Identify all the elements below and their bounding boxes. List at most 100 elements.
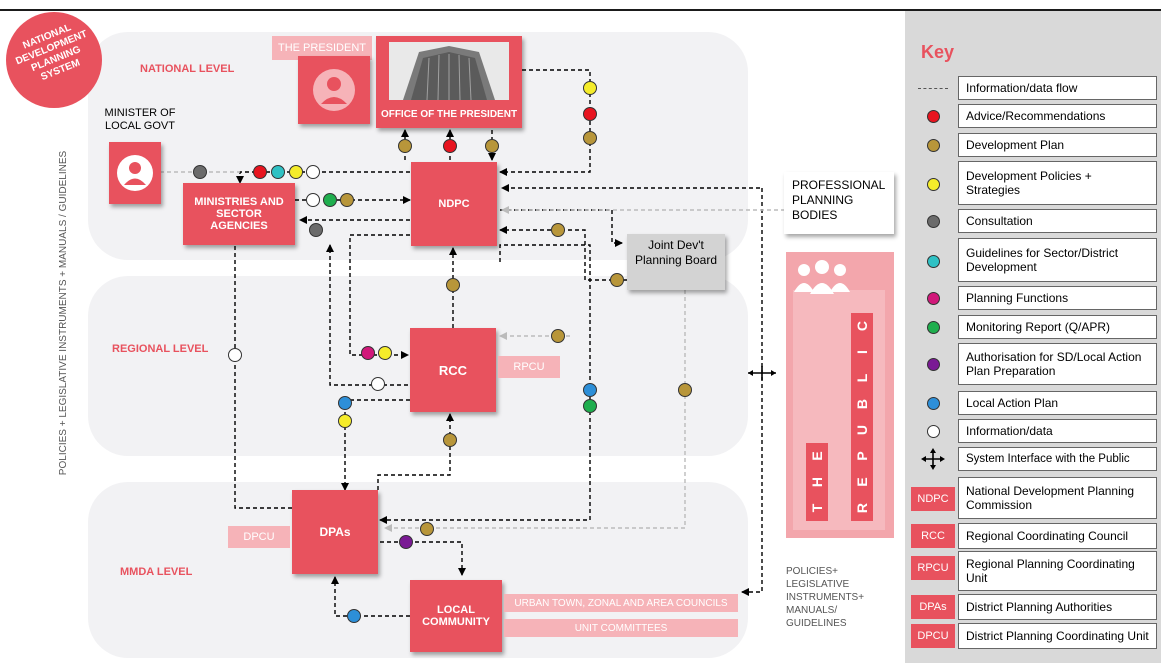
- professional-bodies-label: PROFESSIONAL PLANNING BODIES: [792, 178, 885, 222]
- republic-letter-p: P: [851, 443, 873, 469]
- mmda-level-title: MMDA LEVEL: [120, 566, 193, 578]
- key-item-authorisation: Authorisation for SD/Local Action Plan P…: [958, 343, 1157, 385]
- key-item-planning-functions: Planning Functions: [958, 286, 1157, 310]
- president-icon: [313, 69, 355, 111]
- key-dot-purple: [911, 354, 955, 374]
- urban-councils-label: URBAN TOWN, ZONAL AND AREA COUNCILS: [504, 594, 738, 612]
- dot-gold: [583, 131, 597, 145]
- flow-dpas-local: [380, 541, 466, 576]
- professional-bodies-box: PROFESSIONAL PLANNING BODIES: [784, 172, 894, 234]
- key-abbr-dpcu-label: District Planning Coordinating Unit: [958, 623, 1157, 649]
- crowd-icon: [794, 260, 850, 294]
- flow-rcc-dpas: [341, 399, 410, 491]
- flow-ministries-dpas: [234, 246, 292, 509]
- joint-board-box: Joint Dev't Planning Board: [627, 234, 725, 290]
- key-dot-yellow: [911, 174, 955, 194]
- dpas-box: DPAs: [292, 490, 378, 574]
- key-dot-red: [911, 106, 955, 126]
- key-item-monitoring: Monitoring Report (Q/APR): [958, 315, 1157, 339]
- president-box: [298, 56, 370, 124]
- key-dot-magenta: [911, 288, 955, 308]
- key-abbr-rpcu-label: Regional Planning Coordinating Unit: [958, 551, 1157, 591]
- dot-yellow: [289, 165, 303, 179]
- dot-green: [583, 399, 597, 413]
- key-dot-white: [911, 421, 955, 441]
- system-badge: [6, 12, 102, 108]
- dot-gold: [551, 329, 565, 343]
- key-dot-blue: [911, 393, 955, 413]
- public-letter-h: H: [806, 469, 828, 495]
- dot-gold: [443, 433, 457, 447]
- key-item-policies: Development Policies + Strategies: [958, 161, 1157, 205]
- dot-gold: [340, 193, 354, 207]
- dot-purple: [399, 535, 413, 549]
- flow-diagram: [160, 69, 785, 623]
- republic-letter-u: U: [851, 417, 873, 443]
- dot-white: [306, 165, 320, 179]
- republic-letter-e: E: [851, 469, 873, 495]
- top-border: [0, 9, 1161, 11]
- key-dot-grey: [911, 211, 955, 231]
- dot-gold: [446, 278, 460, 292]
- rcc-box: RCC: [410, 328, 496, 412]
- dot-gold: [610, 273, 624, 287]
- dot-red: [583, 107, 597, 121]
- ministries-box: MINISTRIES AND SECTOR AGENCIES: [183, 183, 295, 245]
- dpas-label: DPAs: [319, 525, 351, 539]
- abbr-ndpc: NDPC: [911, 487, 955, 511]
- key-dot-cyan: [911, 251, 955, 271]
- ndpc-box: NDPC: [411, 162, 497, 246]
- dot-green: [323, 193, 337, 207]
- building-icon: [389, 42, 509, 100]
- key-dot-green: [911, 317, 955, 337]
- person-icon: [117, 155, 153, 191]
- dot-cyan: [271, 165, 285, 179]
- dot-magenta: [361, 346, 375, 360]
- dot-blue: [583, 383, 597, 397]
- dot-red: [253, 165, 267, 179]
- dpcu-label: DPCU: [228, 526, 290, 548]
- regional-level-title: REGIONAL LEVEL: [112, 343, 209, 355]
- dot-yellow: [378, 346, 392, 360]
- office-of-the-president-box: OFFICE OF THE PRESIDENT: [376, 36, 522, 128]
- flow-ndpc-rcc: [349, 234, 410, 359]
- dot-gold: [551, 223, 565, 237]
- flow-jdpb-ndpc: [499, 226, 627, 281]
- key-item-dev-plan: Development Plan: [958, 133, 1157, 157]
- abbr-rcc: RCC: [911, 524, 955, 548]
- key-item-consultation: Consultation: [958, 209, 1157, 233]
- dot-white: [306, 193, 320, 207]
- ndpc-label: NDPC: [438, 198, 470, 210]
- republic-letter-r: R: [851, 495, 873, 521]
- dot-grey: [309, 223, 323, 237]
- dot-gold: [678, 383, 692, 397]
- key-dot-gold: [911, 135, 955, 155]
- dot-yellow: [338, 414, 352, 428]
- policies-note: POLICIES+ LEGISLATIVE INSTRUMENTS+ MANUA…: [786, 566, 865, 629]
- key-item-interface: System Interface with the Public: [958, 447, 1157, 471]
- flow-local-dpas: [331, 576, 410, 617]
- rcc-label: RCC: [438, 362, 468, 378]
- republic-letter-l: L: [851, 365, 873, 391]
- dot-blue: [338, 396, 352, 410]
- abbr-dpas: DPAs: [911, 595, 955, 619]
- key-abbr-ndpc-label: National Development Planning Commission: [958, 477, 1157, 519]
- rpcu-label: RPCU: [498, 356, 560, 378]
- dot-red: [443, 139, 457, 153]
- unit-committees-label: UNIT COMMITTEES: [504, 619, 738, 637]
- key-abbr-dpas-label: District Planning Authorities: [958, 594, 1157, 620]
- local-community-box: LOCAL COMMUNITY: [410, 580, 502, 652]
- minister-local-govt-label: MINISTER OF LOCAL GOVT: [104, 107, 176, 132]
- flow-jdpb-dpas: [384, 290, 686, 532]
- dot-white: [371, 377, 385, 391]
- dot-grey: [193, 165, 207, 179]
- republic-letter-c: C: [851, 313, 873, 339]
- key-item-info-data: Information/data: [958, 419, 1157, 443]
- dot-yellow: [583, 81, 597, 95]
- key-item-advice: Advice/Recommendations: [958, 104, 1157, 128]
- key-dash-symbol: [911, 78, 955, 98]
- national-level-title: NATIONAL LEVEL: [140, 63, 235, 75]
- key-item-local-action: Local Action Plan: [958, 391, 1157, 415]
- dot-gold: [398, 139, 412, 153]
- office-of-the-president-label: OFFICE OF THE PRESIDENT: [380, 109, 518, 120]
